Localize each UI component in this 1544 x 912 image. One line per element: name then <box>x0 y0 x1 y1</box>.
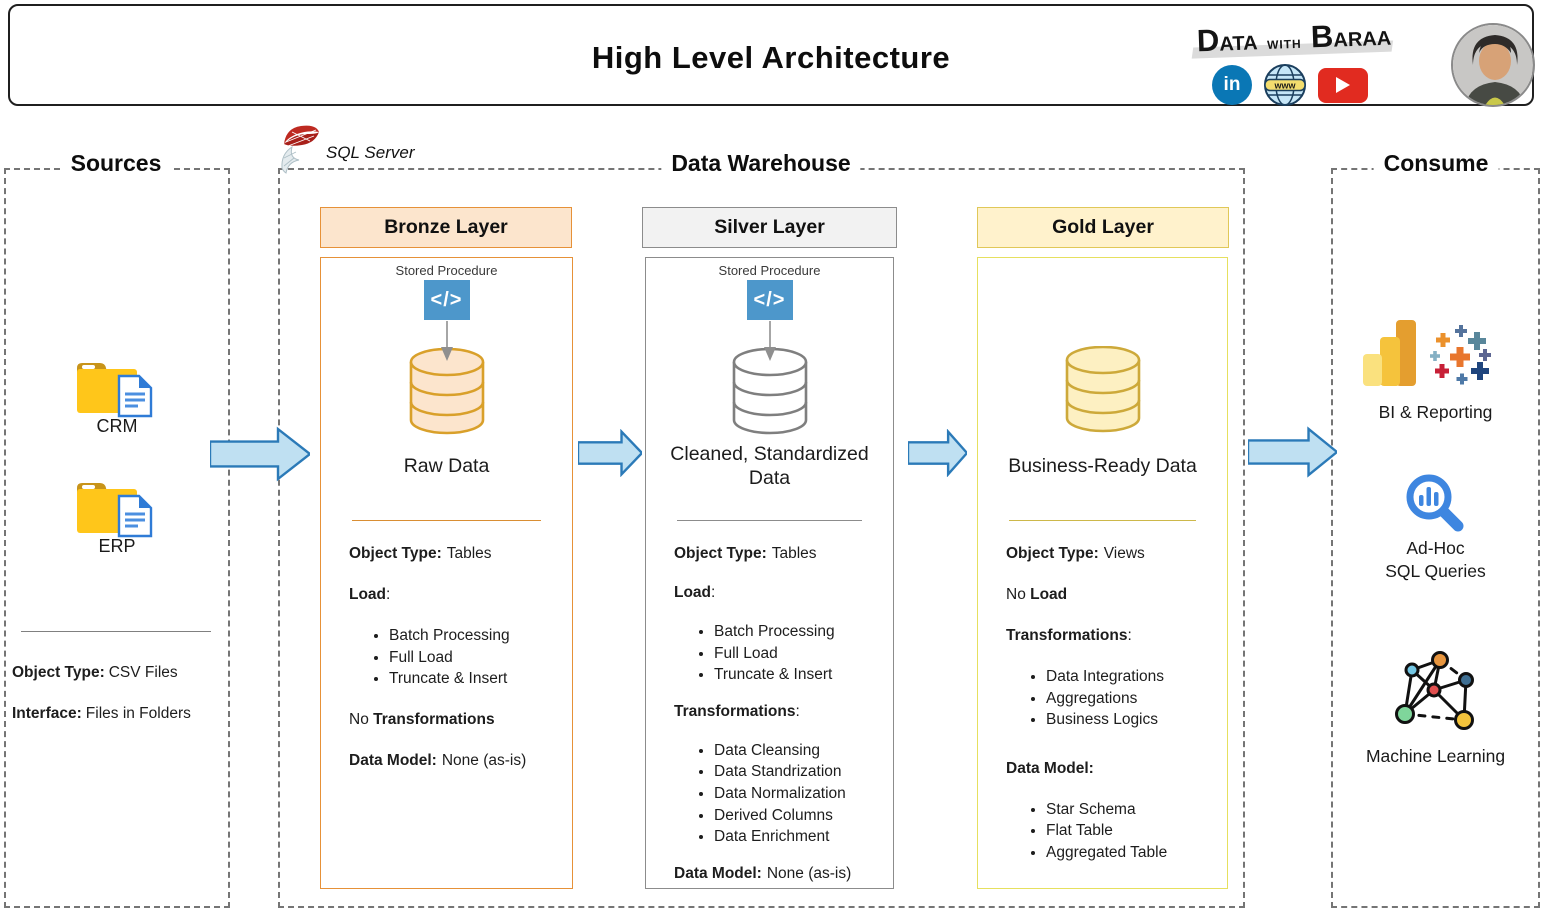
transformations-line: No Transformations <box>349 710 495 728</box>
object-type-line: Object Type:Views <box>1006 545 1145 562</box>
list-item: Derived Columns <box>714 806 883 827</box>
sql-server-icon <box>281 125 319 174</box>
linkedin-icon[interactable]: in <box>1212 65 1252 105</box>
source-label: CRM <box>96 416 138 436</box>
list-item: Batch Processing <box>714 622 883 643</box>
list-item: Aggregated Table <box>1046 843 1217 864</box>
list-item: Business Logics <box>1046 710 1217 731</box>
sources-zone-title: Sources <box>60 150 172 177</box>
machine-learning-label: Machine Learning <box>1365 746 1506 766</box>
list-item: Data Normalization <box>714 784 883 805</box>
flow-arrow-gold-to-consume <box>1248 426 1337 478</box>
source-label: ERP <box>98 536 136 556</box>
youtube-icon[interactable] <box>1318 67 1368 103</box>
sources-object-type-line: Object Type:CSV Files <box>12 664 178 681</box>
transformation-items: Data Cleansing Data Standrization Data N… <box>674 741 883 848</box>
database-icon <box>732 348 807 435</box>
flow-arrow-bronze-to-silver <box>578 429 642 477</box>
silver-store-label: Cleaned, Standardized Data <box>670 443 869 489</box>
play-triangle-icon <box>1336 77 1350 93</box>
load-items: Batch Processing Full Load Truncate & In… <box>674 622 883 686</box>
data-model-items: Star Schema Flat Table Aggregated Table <box>1006 800 1217 864</box>
list-item: Flat Table <box>1046 821 1217 842</box>
gold-specs: Object Type:Views No Load Transformation… <box>1006 544 1217 884</box>
sql-search-icon <box>1406 474 1464 532</box>
down-arrow-icon <box>763 321 776 361</box>
list-item: Data Standrization <box>714 762 883 783</box>
list-item: Data Enrichment <box>714 827 883 848</box>
silver-layer-panel: Stored Procedure </> Cleaned, Standardiz… <box>645 257 894 889</box>
database-icon <box>409 348 484 435</box>
avatar <box>1451 23 1535 107</box>
source-crm: CRM <box>57 356 177 437</box>
gold-store-label: Business-Ready Data <box>1008 455 1197 477</box>
panel-divider <box>677 520 862 521</box>
bronze-store-label: Raw Data <box>403 455 490 477</box>
load-items: Batch Processing Full Load Truncate & In… <box>349 626 562 690</box>
gold-layer-panel: Business-Ready Data Object Type:Views No… <box>977 257 1228 889</box>
person-photo-icon <box>1453 25 1533 105</box>
brand-word-with: with <box>1266 36 1302 52</box>
down-arrow-icon <box>440 321 453 361</box>
silver-layer-header: Silver Layer <box>642 207 897 248</box>
flow-arrow-sources-to-bronze <box>210 426 310 482</box>
linkedin-glyph: in <box>1223 74 1241 95</box>
load-line: Load: <box>674 584 716 601</box>
transformations-line: Transformations: <box>1006 627 1132 644</box>
data-model-line: Data Model:None (as-is) <box>674 864 852 882</box>
adhoc-sql-label: Ad-Hoc SQL Queries <box>1385 538 1486 581</box>
sources-interface-line: Interface:Files in Folders <box>12 705 191 722</box>
stored-procedure-label: Stored Procedure <box>395 263 498 278</box>
silver-specs: Object Type:Tables Load: Batch Processin… <box>674 544 883 903</box>
list-item: Truncate & Insert <box>389 669 562 690</box>
bronze-layer-panel: Stored Procedure </> Raw Data Object Typ… <box>320 257 573 889</box>
data-model-line: Data Model:None (as-is) <box>349 751 527 769</box>
load-line: Load: <box>349 586 391 603</box>
stored-procedure-label: Stored Procedure <box>718 263 821 278</box>
page-title: High Level Architecture <box>591 40 951 75</box>
object-type-line: Object Type:Tables <box>349 545 492 562</box>
bronze-specs: Object Type:Tables Load: Batch Processin… <box>349 544 562 792</box>
transformations-line: Transformations: <box>674 702 800 720</box>
machine-learning-icon <box>1395 651 1474 730</box>
social-icons: in www <box>1212 63 1368 107</box>
list-item: Batch Processing <box>389 626 562 647</box>
data-model-line: Data Model: <box>1006 759 1094 777</box>
sources-divider <box>21 631 211 632</box>
list-item: Full Load <box>714 644 883 665</box>
brand-word-data: Data <box>1196 22 1258 59</box>
brand-word-baraa: Baraa <box>1310 18 1392 55</box>
panel-divider <box>352 520 541 521</box>
sql-server-label: SQL Server <box>322 143 419 163</box>
stored-procedure-code-icon: </> <box>746 280 793 320</box>
bi-reporting-icons <box>1363 320 1493 386</box>
database-icon <box>1065 346 1140 433</box>
list-item: Aggregations <box>1046 689 1217 710</box>
object-type-line: Object Type:Tables <box>674 545 817 562</box>
no-load-line: No Load <box>1006 586 1068 603</box>
flow-arrow-silver-to-gold <box>908 429 967 477</box>
warehouse-zone-title: Data Warehouse <box>661 150 861 177</box>
bronze-layer-header: Bronze Layer <box>320 207 572 248</box>
bi-reporting-label: BI & Reporting <box>1378 402 1493 422</box>
source-erp: ERP <box>57 476 177 557</box>
list-item: Data Cleansing <box>714 741 883 762</box>
panel-divider <box>1009 520 1196 521</box>
list-item: Data Integrations <box>1046 667 1217 688</box>
tableau-icon <box>1430 325 1491 385</box>
list-item: Star Schema <box>1046 800 1217 821</box>
gold-layer-header: Gold Layer <box>977 207 1229 248</box>
consume-zone-title: Consume <box>1373 150 1499 177</box>
stored-procedure-code-icon: </> <box>423 280 470 320</box>
folder-file-icon <box>77 363 153 418</box>
website-globe-icon[interactable]: www <box>1263 63 1307 107</box>
powerbi-icon <box>1363 320 1416 386</box>
header-bar: High Level Architecture Data with Baraa … <box>8 4 1535 107</box>
list-item: Full Load <box>389 648 562 669</box>
list-item: Truncate & Insert <box>714 665 883 686</box>
folder-file-icon <box>77 483 153 538</box>
svg-text:www: www <box>1273 81 1296 91</box>
transformation-items: Data Integrations Aggregations Business … <box>1006 667 1217 731</box>
